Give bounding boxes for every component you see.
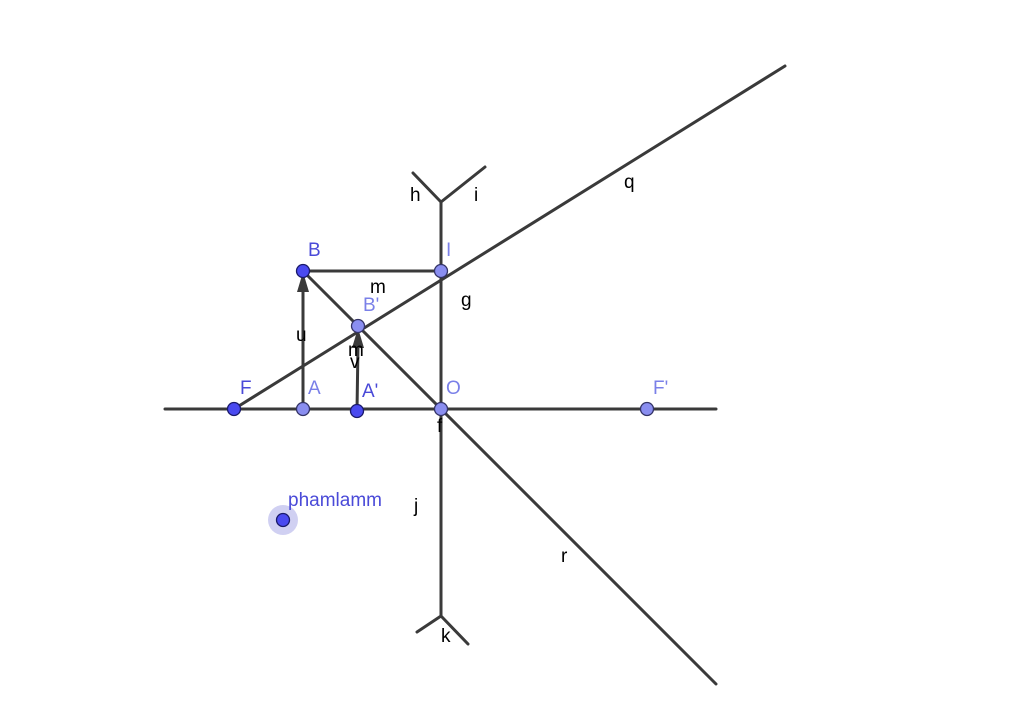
point-B[interactable]: [295, 263, 311, 279]
label-m-second: m: [348, 340, 364, 361]
lens-bottom-left-arm[interactable]: [415, 614, 443, 634]
label-i: i: [474, 185, 478, 206]
ray-line-q[interactable]: [232, 64, 787, 411]
point-F-prime[interactable]: [639, 401, 655, 417]
label-j: j: [413, 496, 418, 517]
label-point-F-prime: F': [653, 378, 668, 399]
point-F[interactable]: [226, 401, 242, 417]
lens-top-left-arm-h[interactable]: [411, 171, 443, 204]
label-k: k: [441, 626, 451, 647]
label-u: u: [296, 325, 307, 346]
label-g: g: [461, 290, 472, 311]
point-phamlamm[interactable]: [275, 512, 291, 528]
label-r: r: [561, 546, 568, 567]
label-point-A: A: [308, 378, 321, 399]
point-O[interactable]: [433, 401, 449, 417]
label-h: h: [410, 185, 421, 206]
lens-top-right-arm-i[interactable]: [439, 165, 487, 204]
label-m: m: [370, 277, 386, 298]
vector-u-arrowhead: [297, 272, 309, 292]
label-point-I: I: [446, 240, 451, 261]
lens-bottom-right-arm-k[interactable]: [439, 614, 470, 646]
label-v: v: [350, 352, 360, 373]
label-point-B-prime: B': [363, 295, 379, 316]
point-B-prime[interactable]: [350, 318, 366, 334]
point-A[interactable]: [295, 401, 311, 417]
label-q: q: [624, 172, 635, 193]
ray-line-r[interactable]: [301, 269, 718, 686]
label-point-A-prime: A': [362, 381, 378, 402]
label-f: f: [437, 416, 443, 437]
vector-v[interactable]: [355, 343, 360, 413]
label-point-O: O: [446, 378, 461, 399]
label-point-phamlamm: phamlamm: [288, 490, 382, 511]
point-I[interactable]: [433, 263, 449, 279]
vector-v-arrowhead: [352, 328, 364, 348]
label-point-B: B: [308, 240, 321, 261]
point-A-prime[interactable]: [349, 403, 365, 419]
label-point-F: F: [240, 378, 252, 399]
